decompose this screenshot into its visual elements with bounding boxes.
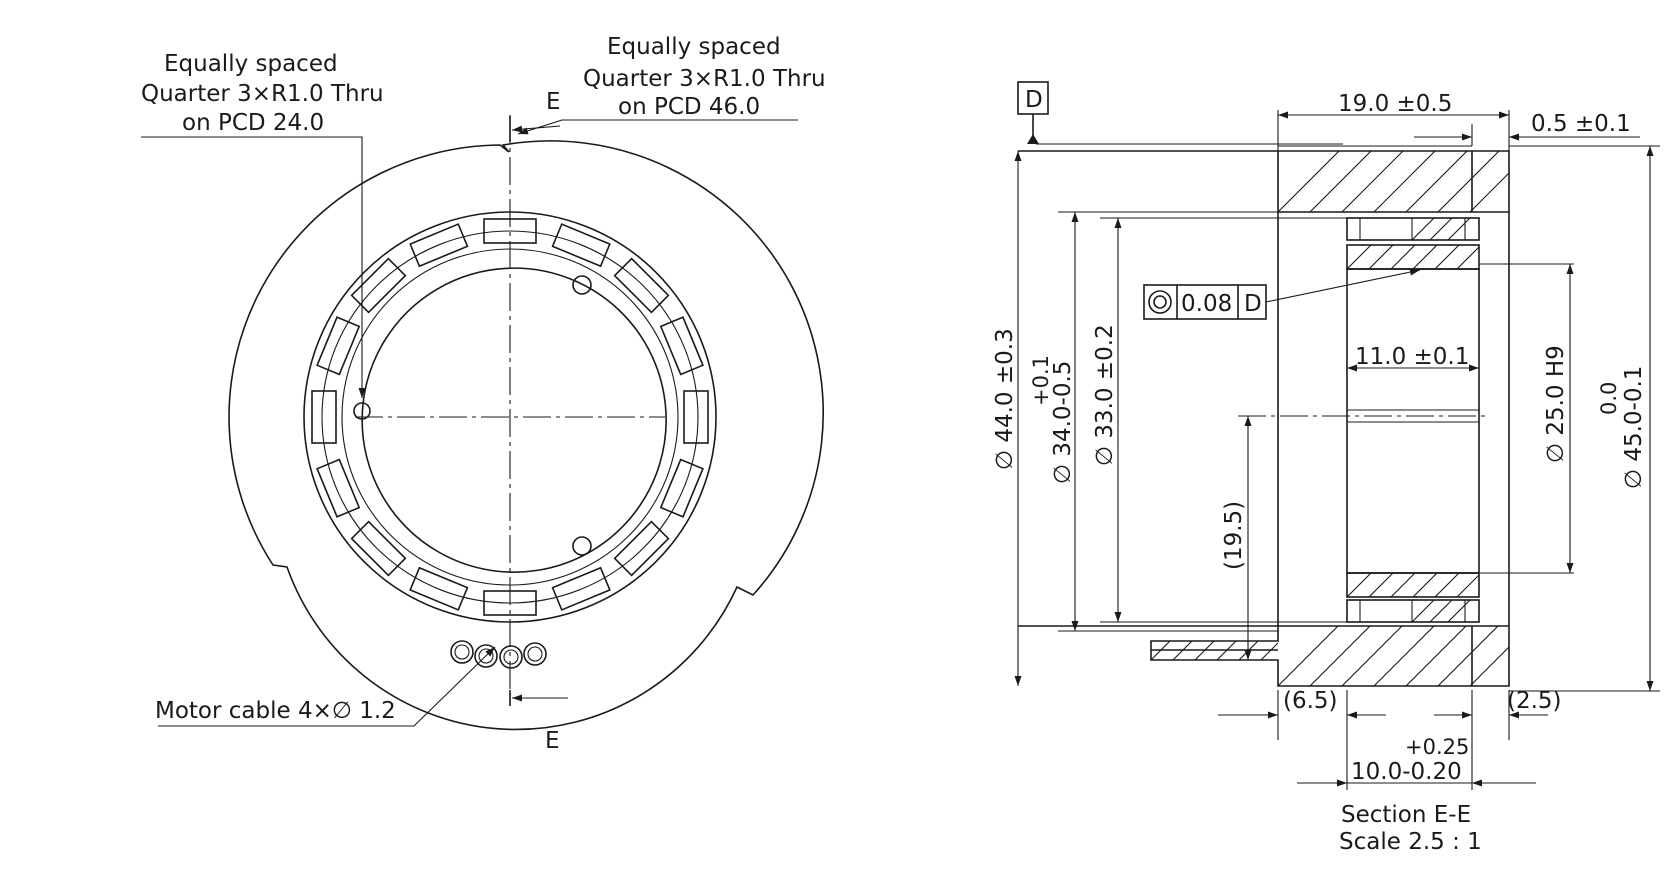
outer-housing-outline xyxy=(228,140,824,731)
coil-slot xyxy=(683,390,709,444)
datum-label: D xyxy=(1025,87,1043,113)
concentricity-datum: D xyxy=(1244,291,1262,317)
relief-hole xyxy=(572,536,592,556)
coil-slots xyxy=(311,218,709,616)
coil-slot xyxy=(659,316,704,376)
concentricity-icon xyxy=(1148,290,1172,314)
rotor-bottom-block xyxy=(1346,599,1480,623)
section-title: Section E-E xyxy=(1341,802,1471,828)
dim-dia-45-tol: 0.0 xyxy=(1597,382,1621,415)
note-pcd24-line1: Equally spaced xyxy=(164,51,338,77)
coil-slot xyxy=(350,520,407,577)
coil-slot xyxy=(409,566,469,611)
bore-circle-arc xyxy=(362,267,574,405)
note-pcd46-line1: Equally spaced xyxy=(607,34,781,60)
section-scale: Scale 2.5 : 1 xyxy=(1339,829,1482,855)
rotor-body xyxy=(1346,268,1480,574)
rotor-top-block xyxy=(1346,217,1480,241)
coil-slot xyxy=(613,520,670,577)
concentricity-value: 0.08 xyxy=(1181,291,1232,317)
dim-height-19-5: (19.5) xyxy=(1221,501,1247,570)
dim-bore-25: ∅ 25.0 H9 xyxy=(1543,345,1569,463)
coil-slot xyxy=(316,458,361,518)
housing-outline xyxy=(1018,150,1510,687)
coil-slot xyxy=(316,316,361,376)
dim-6-5: (6.5) xyxy=(1283,688,1338,714)
section-mark-top: E xyxy=(546,89,561,115)
dim-10-tol: +0.25 xyxy=(1405,735,1469,759)
coil-slot xyxy=(551,223,611,268)
section-mark-bottom: E xyxy=(545,728,560,754)
coil-slot xyxy=(659,458,704,518)
dim-2-5: (2.5) xyxy=(1507,688,1562,714)
note-pcd46-line2: Quarter 3×R1.0 Thru xyxy=(583,66,826,92)
section-view: D xyxy=(992,81,1660,855)
dim-step-top: 0.5 ±0.1 xyxy=(1531,111,1631,137)
motor-cable-holes xyxy=(450,640,547,669)
coil-slot xyxy=(409,223,469,268)
relief-hole xyxy=(353,402,371,420)
dim-dia-34-tol: +0.1 xyxy=(1029,355,1053,406)
motor-cable-note: Motor cable 4×∅ 1.2 xyxy=(155,698,396,724)
note-pcd24-line2: Quarter 3×R1.0 Thru xyxy=(141,81,384,107)
coil-slot xyxy=(613,257,670,314)
front-view: E E Equally spaced Quarter 3×R1.0 Thru o… xyxy=(141,34,826,754)
bore-circle xyxy=(361,279,667,573)
dim-length-11: 11.0 ±0.1 xyxy=(1355,344,1469,370)
coil-slot xyxy=(551,566,611,611)
dim-outer-dia-44: ∅ 44.0 ±0.3 xyxy=(992,328,1018,470)
note-pcd46-line3: on PCD 46.0 xyxy=(618,94,760,120)
note-pcd24-line3: on PCD 24.0 xyxy=(182,110,324,136)
dim-dia-33: ∅ 33.0 ±0.2 xyxy=(1092,324,1118,466)
dim-width-top: 19.0 ±0.5 xyxy=(1338,91,1452,117)
relief-hole xyxy=(572,275,592,295)
dim-10: 10.0-0.20 xyxy=(1351,759,1462,785)
dim-dia-45: ∅ 45.0-0.1 xyxy=(1621,366,1647,489)
dim-dia-34: ∅ 34.0-0.5 xyxy=(1050,361,1076,484)
coil-slot xyxy=(350,257,407,314)
coil-slot xyxy=(311,390,337,444)
